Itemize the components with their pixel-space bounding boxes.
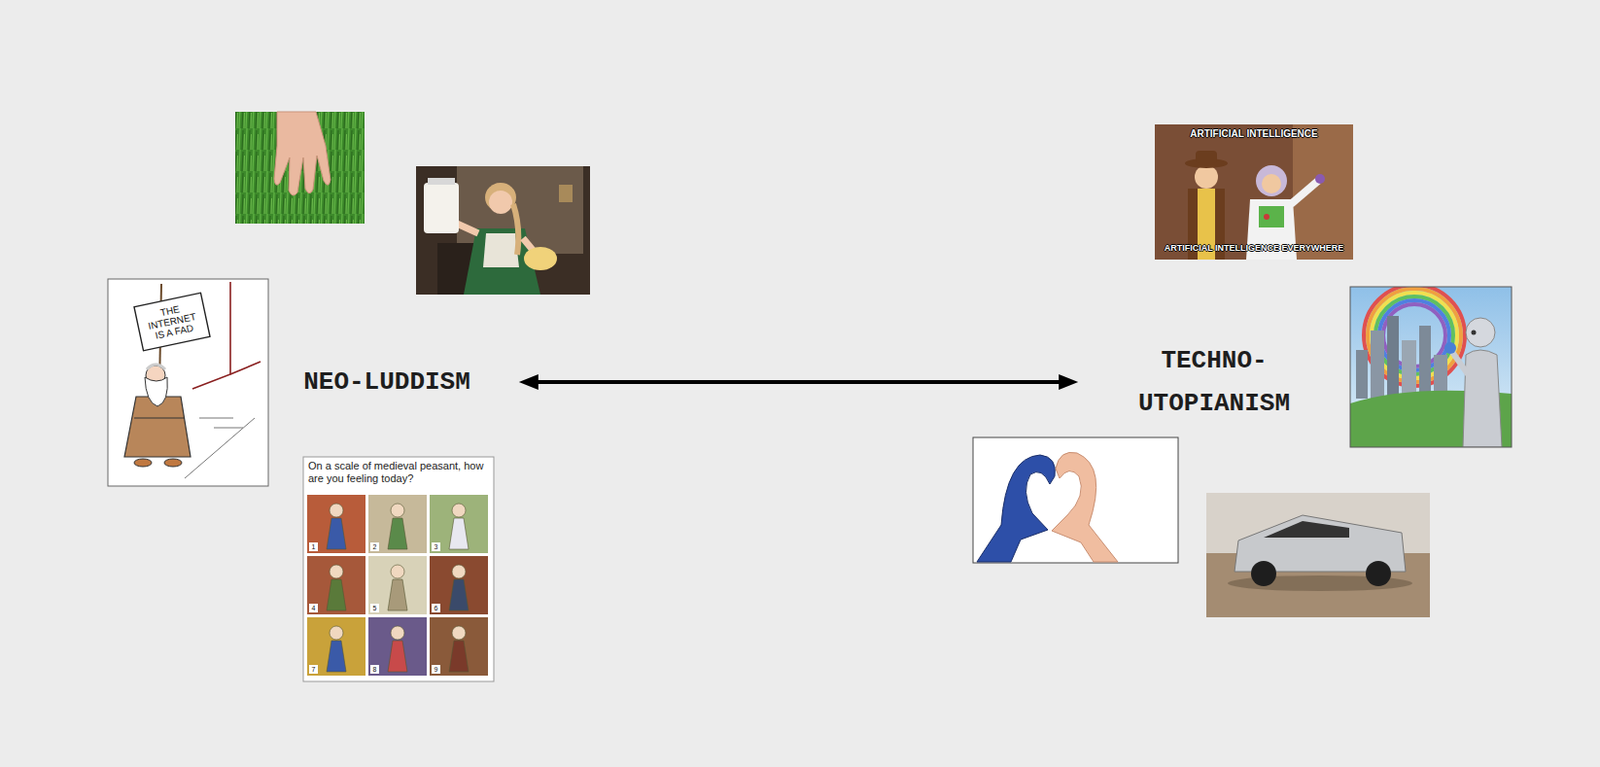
- meme-text: ARTIFICIAL INTELLIGENCE: [1189, 128, 1318, 140]
- callout-number: 5: [370, 603, 380, 613]
- grass-photo: [235, 111, 365, 224]
- meme-photo: [1154, 124, 1354, 260]
- robot-rainbow-photo: [1350, 284, 1512, 448]
- callout-number: 8: [370, 664, 380, 674]
- meme-text: ARTIFICIAL INTELLIGENCE EVERYWHERE: [1164, 243, 1345, 253]
- ideology-circle: NEO-LUDDISM: [51, 46, 723, 718]
- kitchen-photo: [416, 166, 591, 295]
- callout-number: 1: [309, 542, 318, 552]
- callout-number: 9: [431, 664, 441, 674]
- double-arrow: [519, 374, 1079, 390]
- monk-cartoon: [107, 278, 269, 487]
- callout-number: 7: [309, 664, 318, 674]
- callout-number: 2: [370, 542, 380, 552]
- ideology-circle: TECHNO- UTOPIANISM: [878, 46, 1550, 718]
- peasant-grid: [303, 456, 494, 682]
- cybertruck-photo: [1206, 492, 1430, 618]
- callout-number: 4: [309, 603, 318, 613]
- meme-caption: On a scale of medieval peasant, how are …: [308, 459, 491, 486]
- circle-title: NEO-LUDDISM: [303, 360, 471, 404]
- circle-title: TECHNO- UTOPIANISM: [1130, 339, 1298, 425]
- circle-outline: [878, 46, 1550, 718]
- callout-number: 3: [431, 542, 441, 552]
- hand-heart-photo: [973, 437, 1179, 563]
- callout-number: 6: [431, 603, 441, 613]
